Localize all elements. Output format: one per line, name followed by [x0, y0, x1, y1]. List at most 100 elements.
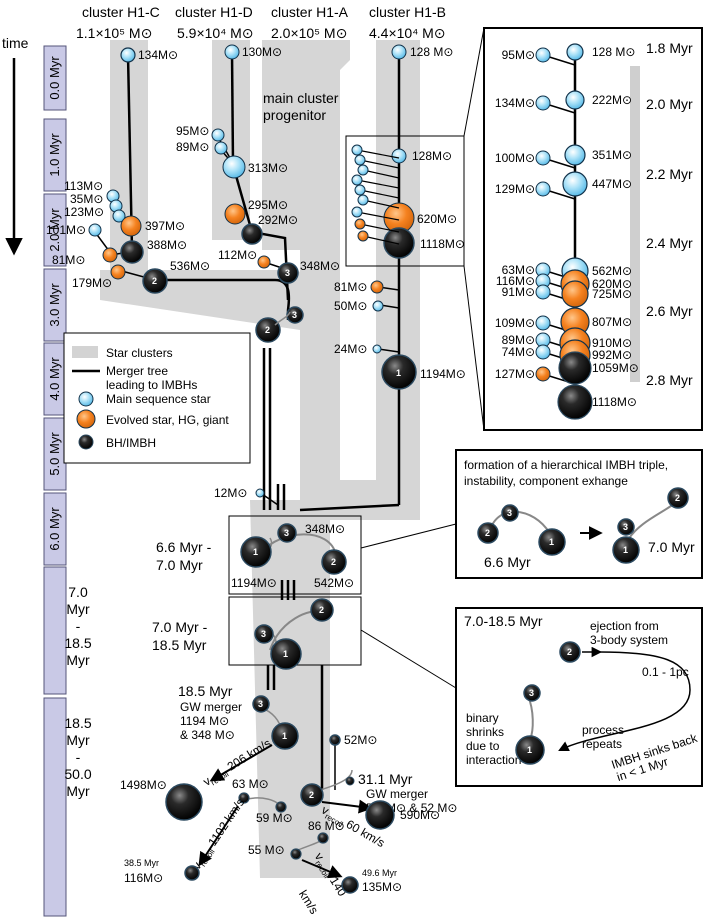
- evolved-star: [561, 280, 589, 308]
- tree-bodies: 2 3 2 3 1: [88, 44, 417, 498]
- mass-label: 12M⊙: [214, 486, 247, 500]
- bh-542: [310, 598, 334, 622]
- bh-label: 2: [309, 790, 314, 800]
- bh-label: 2: [485, 528, 490, 538]
- bh-590: [365, 800, 395, 830]
- timeline-label: Myr: [66, 652, 90, 668]
- mass-label: 86 M⊙: [308, 819, 345, 833]
- timeline-label: 18.5: [64, 715, 91, 731]
- legend-label: Main sequence star: [106, 392, 211, 406]
- star-123: [112, 209, 126, 223]
- timeline-bar: [43, 566, 67, 695]
- bh-label: 3: [284, 528, 289, 538]
- mass-label: 130M⊙: [242, 45, 282, 59]
- bh-3: [252, 695, 270, 713]
- mass-label: 128M⊙: [412, 149, 452, 163]
- bh-1: [612, 536, 640, 564]
- legend-ms-icon: [78, 391, 94, 407]
- mass-label: 112M⊙: [218, 248, 257, 262]
- merger-time: 18.5 Myr: [178, 683, 233, 699]
- main-sequence-star: [535, 95, 551, 111]
- ejection-panel: 7.0-18.5 Myr 2 ejection from 3-body syst…: [455, 607, 703, 787]
- star-130: [224, 44, 240, 60]
- timeline-label: 3.0 Myr: [47, 283, 62, 327]
- cluster-h1b-mass: 4.4×10⁴ M⊙: [369, 25, 446, 41]
- main-sequence-star: [564, 144, 586, 166]
- legend-label: leading to IMBHs: [106, 378, 197, 392]
- star-101: [88, 223, 102, 237]
- panel-text: shrinks: [466, 725, 504, 739]
- star-313: [222, 155, 246, 179]
- zoom-time-label: 2.4 Myr: [646, 235, 693, 251]
- mass-label: 89M⊙: [502, 333, 535, 347]
- mass-label: 292M⊙: [258, 213, 298, 227]
- mass-label: 1194M⊙: [231, 576, 277, 590]
- main-sequence-star: [351, 206, 363, 218]
- zoom-time-bar: [630, 66, 640, 382]
- timeline-label: 1.0 Myr: [47, 133, 62, 177]
- mass-label: 134M⊙: [138, 48, 178, 62]
- bh-label: 2: [567, 647, 572, 657]
- timeline-label: Myr: [66, 732, 90, 748]
- panel-text: ejection from: [590, 619, 659, 633]
- timeline-label: 2.0 Myr: [47, 208, 62, 252]
- panel-title: formation of a hierarchical IMBH triple,: [464, 458, 668, 472]
- bh-label: 1: [623, 545, 628, 555]
- mass-label: 95M⊙: [502, 48, 535, 62]
- mass-label: 992M⊙: [592, 348, 632, 362]
- legend-label: BH/IMBH: [106, 436, 156, 450]
- bh-label: 3: [258, 699, 263, 709]
- legend-label: Star clusters: [106, 346, 173, 360]
- recoil-label: km/s: [296, 888, 321, 917]
- timeline-label: -: [76, 618, 81, 634]
- mass-label: 52M⊙: [344, 733, 377, 747]
- bh-348: [277, 523, 297, 543]
- star-134: [120, 47, 136, 63]
- merger-time: 49.6 Myr: [362, 868, 397, 878]
- panel-text: 3-body system: [590, 633, 668, 647]
- bh-52-companion: [345, 776, 355, 786]
- mass-label: 620M⊙: [592, 277, 632, 291]
- mass-label: 397M⊙: [145, 219, 185, 233]
- stage-6-6: 6.6 Myr - 7.0 Myr 1 3 2 348M⊙ 1194M⊙ 542…: [156, 515, 362, 595]
- bh-536: [142, 268, 168, 294]
- mass-label: 807M⊙: [592, 315, 632, 329]
- mass-label: 127M⊙: [495, 367, 535, 381]
- main-sequence-star: [354, 154, 366, 166]
- timeline-label: 5.0 Myr: [47, 432, 62, 476]
- mass-label: 179M⊙: [72, 276, 112, 290]
- timeline-label: 7.0: [68, 584, 88, 600]
- cluster-h1c-mass: 1.1×10⁵ M⊙: [76, 25, 152, 41]
- bh-1194: [270, 638, 302, 670]
- evolved-star-397: [120, 215, 142, 237]
- mass-label: 1118M⊙: [592, 395, 637, 409]
- mass-label: 116M⊙: [496, 274, 535, 288]
- bh-3: [501, 504, 519, 522]
- bh-1: [515, 735, 545, 765]
- tree-mass-labels: 134M⊙ 130M⊙ 128 M⊙ 95M⊙ 89M⊙ 313M⊙ 113M⊙…: [46, 45, 466, 500]
- bh-label: 1: [527, 745, 532, 755]
- legend-bh-icon: [78, 434, 94, 450]
- bh-3: [617, 518, 635, 536]
- bh-2: [300, 783, 324, 807]
- bh-2: [667, 487, 689, 509]
- cluster-h1a-title: cluster H1-A: [271, 4, 349, 20]
- mass-label: 447M⊙: [592, 177, 632, 191]
- evolved-star-295: [224, 203, 246, 225]
- zoom-time-label: 2.8 Myr: [646, 372, 693, 388]
- zoom-panel: [483, 27, 703, 431]
- mass-label: 725M⊙: [592, 287, 632, 301]
- mass-label: 101M⊙: [46, 223, 86, 237]
- bh-2: [559, 641, 581, 663]
- timeline-bar: [43, 492, 67, 566]
- timeline-label: -: [76, 749, 81, 765]
- evolved-star: [535, 366, 551, 382]
- bh-label: 3: [285, 268, 290, 278]
- main-sequence-star: [351, 174, 363, 186]
- mass-label: 910M⊙: [592, 336, 632, 350]
- mass-label: 1194M⊙: [420, 367, 466, 381]
- main-sequence-star: [535, 181, 551, 197]
- bh-86: [317, 832, 329, 844]
- bh-label: 3: [507, 508, 512, 518]
